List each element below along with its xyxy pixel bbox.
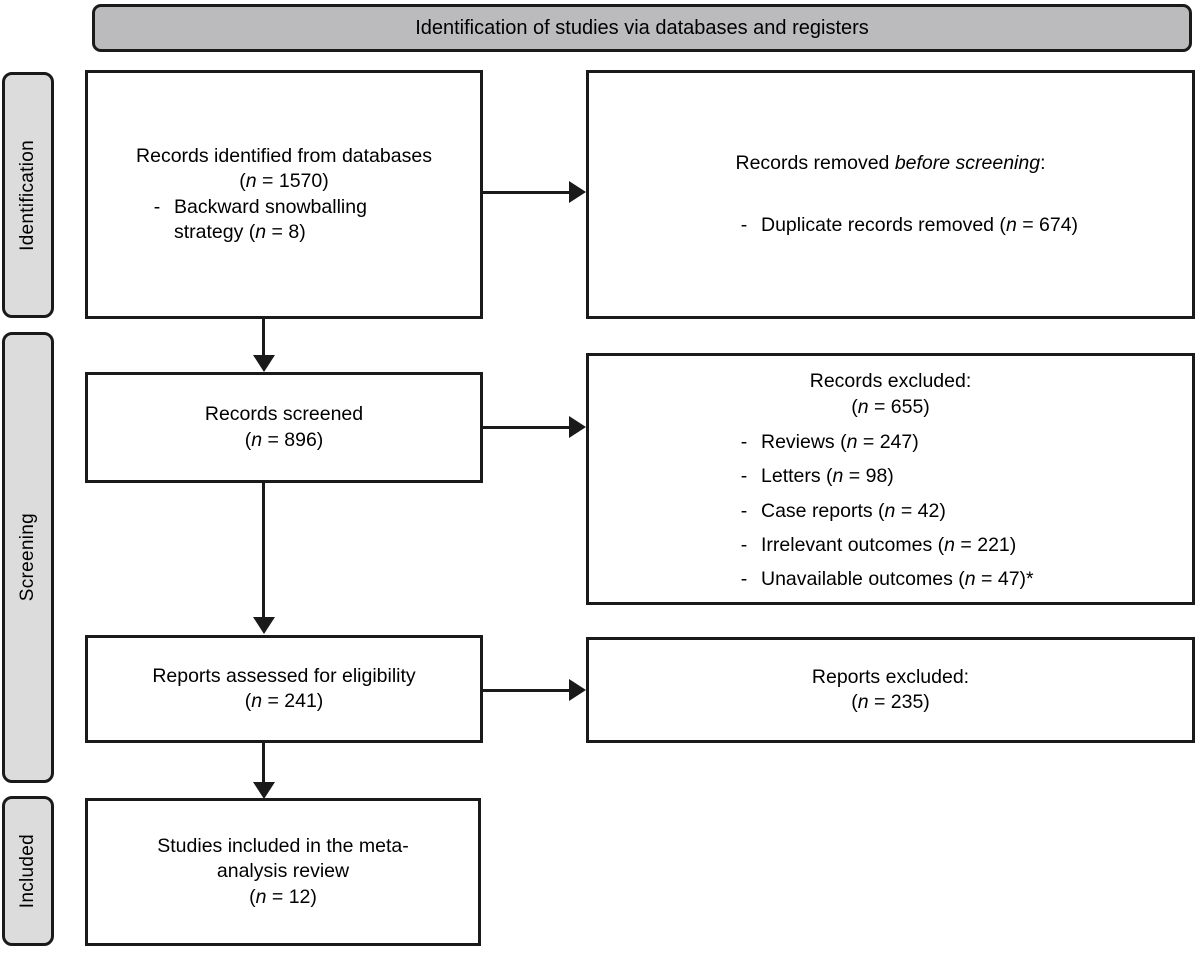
bullet-text: Irrelevant outcomes (n = 221): [761, 534, 1017, 557]
records-identified-line1: Records identified from databases: [136, 144, 432, 167]
connector-identified-to-removed: [483, 191, 569, 194]
bullet-dash: -: [740, 499, 748, 522]
banner-identification-header: Identification of studies via databases …: [92, 4, 1192, 52]
box-records-excluded: Records excluded: (n = 655) - Reviews (n…: [586, 353, 1195, 605]
bullet-dash: -: [740, 568, 748, 591]
list-item: - Reviews (n = 247): [727, 430, 1180, 455]
bullet-dash: -: [740, 534, 748, 557]
arrowhead-screened-to-assessed: [253, 617, 275, 634]
bullet-dash: -: [740, 213, 748, 236]
stage-label-identification: Identification: [17, 139, 38, 251]
connector-assessed-to-reports-excluded: [483, 689, 569, 692]
list-item: - Unavailable outcomes (n = 47)*: [727, 567, 1180, 592]
stage-tab-identification: Identification: [2, 72, 54, 318]
connector-identified-to-screened: [262, 319, 265, 357]
records-excluded-bullets: - Reviews (n = 247) - Letters (n = 98) -…: [727, 430, 1180, 593]
box-reports-assessed: Reports assessed for eligibility (n = 24…: [85, 635, 483, 743]
records-screened-line1: Records screened: [204, 403, 364, 426]
records-screened-count: (n = 896): [244, 428, 324, 451]
reports-excluded-line1: Reports excluded:: [811, 665, 970, 688]
bullet-text: Duplicate records removed (n = 674): [761, 213, 1079, 236]
arrowhead-assessed-to-reports-excluded: [569, 679, 586, 701]
records-excluded-count: (n = 655): [851, 395, 930, 418]
arrowhead-identified-to-removed: [569, 181, 586, 203]
bullet-text: Unavailable outcomes (n = 47)*: [761, 568, 1034, 591]
bullet-dash: -: [153, 195, 161, 218]
bullet-text: Case reports (n = 42): [761, 499, 946, 522]
bullet-dash: -: [740, 465, 748, 488]
list-item: - Case reports (n = 42): [727, 499, 1180, 524]
connector-assessed-to-studies-included: [262, 743, 265, 785]
reports-assessed-line1: Reports assessed for eligibility: [152, 664, 416, 687]
records-removed-bullets: - Duplicate records removed (n = 674): [727, 213, 1180, 238]
box-reports-excluded: Reports excluded: (n = 235): [586, 637, 1195, 743]
records-identified-count: (n = 1570): [239, 170, 329, 193]
arrowhead-screened-to-excluded: [569, 416, 586, 438]
list-item: - Duplicate records removed (n = 674): [727, 213, 1180, 238]
arrowhead-identified-to-screened: [253, 355, 275, 372]
records-removed-title: Records removed before screening:: [735, 152, 1046, 175]
stage-tab-screening: Screening: [2, 332, 54, 783]
banner-label: Identification of studies via databases …: [415, 16, 869, 39]
studies-included-line2: analysis review: [216, 860, 350, 883]
arrowhead-assessed-to-studies-included: [253, 782, 275, 799]
records-identified-bullets: - Backward snowballing strategy (n = 8): [140, 195, 468, 246]
bullet-text: Letters (n = 98): [761, 465, 894, 488]
studies-included-line1: Studies included in the meta-: [157, 834, 409, 857]
box-records-screened: Records screened (n = 896): [85, 372, 483, 483]
box-records-removed-before-screening: Records removed before screening: - Dupl…: [586, 70, 1195, 319]
records-excluded-line1: Records excluded:: [809, 370, 972, 393]
reports-assessed-count: (n = 241): [244, 690, 324, 712]
box-studies-included: Studies included in the meta- analysis r…: [85, 798, 481, 946]
connector-screened-to-assessed: [262, 483, 265, 618]
reports-excluded-count: (n = 235): [851, 691, 930, 713]
connector-screened-to-excluded: [483, 426, 569, 429]
box-records-identified: Records identified from databases (n = 1…: [85, 70, 483, 319]
stage-tab-included: Included: [2, 796, 54, 946]
stage-label-screening: Screening: [17, 513, 38, 602]
list-item: - Irrelevant outcomes (n = 221): [727, 533, 1180, 558]
bullet-text: Reviews (n = 247): [761, 430, 919, 453]
list-item: - Letters (n = 98): [727, 464, 1180, 489]
studies-included-count: (n = 12): [249, 885, 317, 908]
list-item: - Backward snowballing strategy (n = 8): [140, 195, 468, 246]
bullet-text: Backward snowballing strategy (n = 8): [174, 195, 367, 243]
bullet-dash: -: [740, 430, 748, 453]
stage-label-included: Included: [17, 833, 38, 909]
